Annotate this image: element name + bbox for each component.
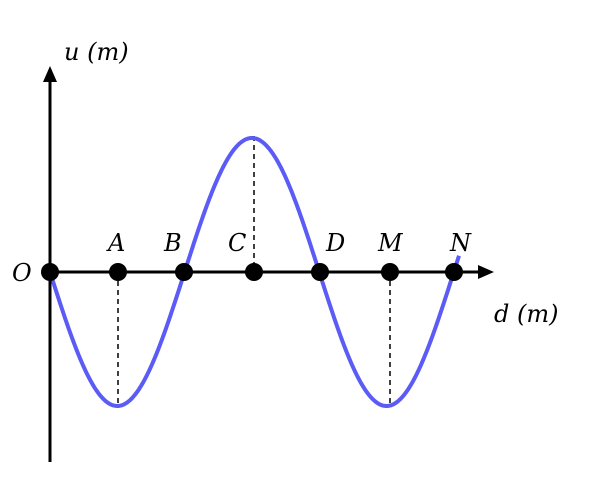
x-axis-arrow: [478, 265, 494, 279]
label-a: A: [106, 229, 125, 257]
label-b: B: [163, 229, 182, 257]
point-n: [445, 263, 463, 281]
point-c: [245, 263, 263, 281]
x-axis-label: d (m): [494, 300, 558, 328]
point-b: [175, 263, 193, 281]
label-n: N: [449, 229, 472, 257]
point-m: [381, 263, 399, 281]
y-axis-label: u (m): [64, 38, 129, 66]
label-o: O: [12, 259, 32, 287]
point-a: [109, 263, 127, 281]
wave-curve: [48, 136, 461, 408]
label-d: D: [325, 229, 345, 257]
label-c: C: [228, 229, 246, 257]
point-d: [311, 263, 329, 281]
point-o: [41, 263, 59, 281]
label-m: M: [377, 229, 404, 257]
y-axis-arrow: [43, 66, 57, 82]
